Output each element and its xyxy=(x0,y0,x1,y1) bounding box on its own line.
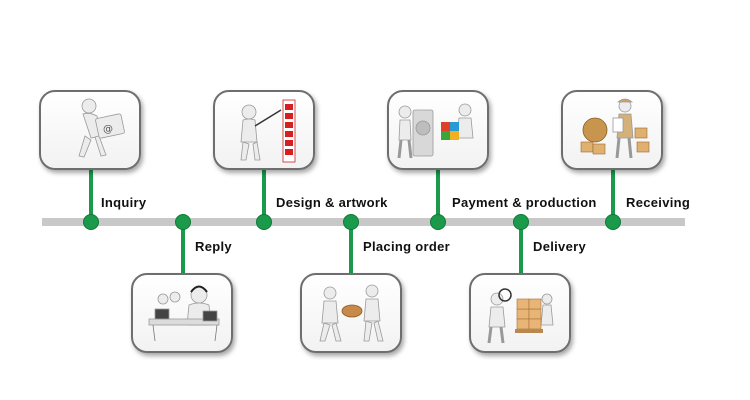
person-with-email-icon: @ xyxy=(78,98,125,158)
connector-inquiry xyxy=(89,165,93,221)
call-center-icon xyxy=(148,285,220,342)
step-image-design xyxy=(213,90,315,170)
magnifier-pallet-icon xyxy=(487,288,554,344)
milestone-dot-design xyxy=(256,214,272,230)
machine-puzzle-icon xyxy=(397,103,474,159)
step-image-payment xyxy=(387,90,489,170)
milestone-dot-receiving xyxy=(605,214,621,230)
milestone-dot-inquiry xyxy=(83,214,99,230)
connector-delivery xyxy=(519,222,523,276)
step-image-placing xyxy=(300,273,402,353)
step-image-delivery xyxy=(469,273,571,353)
connector-receiving xyxy=(611,165,615,221)
step-label-reply: Reply xyxy=(195,239,232,254)
handover-package-icon xyxy=(319,284,384,342)
milestone-dot-payment xyxy=(430,214,446,230)
presenter-icon xyxy=(240,99,296,163)
step-label-placing: Placing order xyxy=(363,239,450,254)
milestone-dot-reply xyxy=(175,214,191,230)
timeline-bar xyxy=(42,218,685,226)
step-label-delivery: Delivery xyxy=(533,239,586,254)
milestone-dot-delivery xyxy=(513,214,529,230)
connector-design xyxy=(262,165,266,221)
step-label-inquiry: Inquiry xyxy=(101,195,147,210)
step-image-reply xyxy=(131,273,233,353)
step-image-inquiry: @ xyxy=(39,90,141,170)
milestone-dot-placing xyxy=(343,214,359,230)
step-image-receiving xyxy=(561,90,663,170)
step-label-payment: Payment & production xyxy=(452,195,597,210)
courier-clipboard-icon xyxy=(580,98,650,159)
step-label-receiving: Receiving xyxy=(626,195,691,210)
connector-placing xyxy=(349,222,353,276)
svg-text:@: @ xyxy=(103,124,113,135)
connector-payment xyxy=(436,165,440,221)
connector-reply xyxy=(181,222,185,276)
step-label-design: Design & artwork xyxy=(276,195,388,210)
